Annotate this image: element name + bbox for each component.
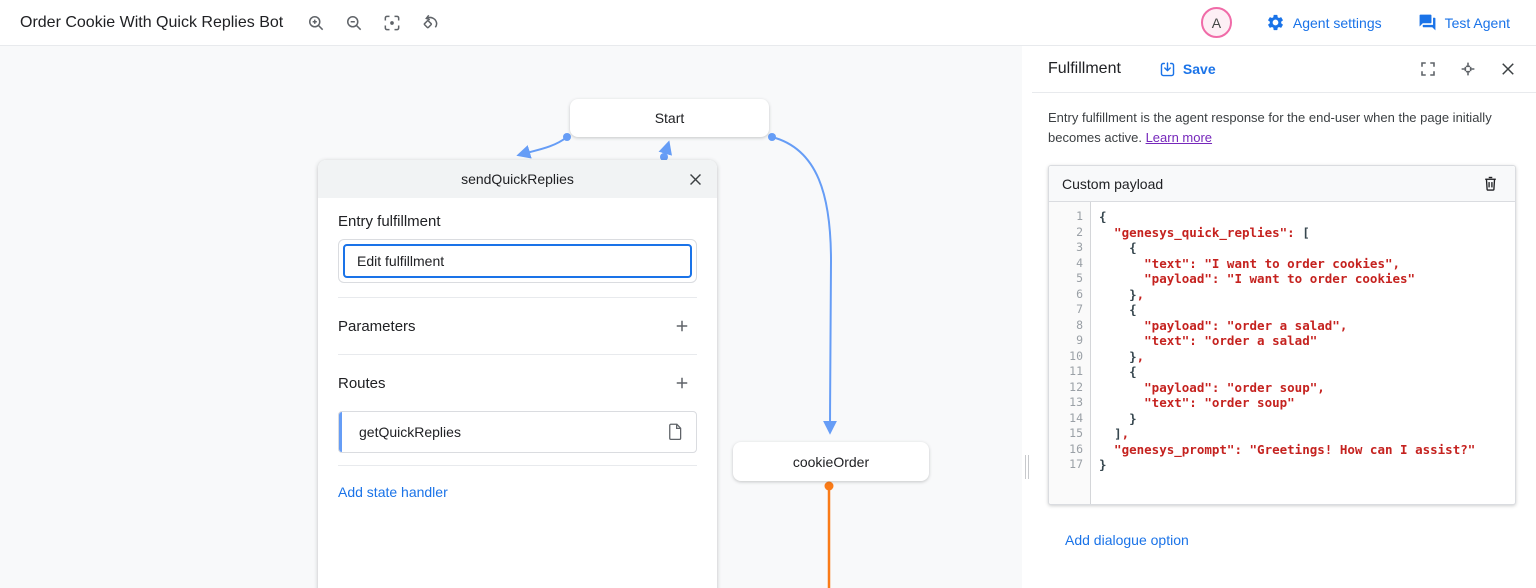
code-line: "payload": "order soup", — [1099, 379, 1325, 395]
entry-fulfillment-label: Entry fulfillment — [338, 213, 441, 230]
divider — [338, 297, 697, 298]
code-line-number: 14 — [1069, 410, 1083, 425]
add-state-handler-link[interactable]: Add state handler — [338, 484, 448, 500]
code-line-number: 7 — [1076, 302, 1083, 316]
delete-payload-icon[interactable] — [1478, 172, 1502, 196]
code-line: } — [1129, 410, 1137, 426]
start-node-label: Start — [654, 110, 685, 126]
send-quick-replies-card: sendQuickReplies Entry fulfillment Edit … — [318, 160, 717, 588]
code-line-number: 17 — [1069, 457, 1083, 471]
canvas-toolbar — [301, 8, 445, 38]
gear-icon — [1266, 13, 1285, 32]
agent-settings-button[interactable]: Agent settings — [1266, 13, 1382, 32]
center-focus-icon[interactable] — [377, 8, 407, 38]
code-line: "text": "order a salad" — [1099, 333, 1318, 348]
code-line: { — [1129, 302, 1137, 317]
zoom-out-icon[interactable] — [339, 8, 369, 38]
add-dialogue-option-link[interactable]: Add dialogue option — [1065, 532, 1189, 548]
start-node[interactable]: Start — [570, 99, 769, 137]
code-line: "genesys_quick_replies": [ — [1099, 224, 1310, 240]
test-agent-button[interactable]: Test Agent — [1418, 13, 1510, 32]
collapse-panel-icon[interactable] — [1456, 57, 1480, 81]
custom-payload-header: Custom payload — [1049, 166, 1515, 202]
code-line: "text": "order soup" — [1099, 395, 1295, 410]
panel-description: Entry fulfillment is the agent response … — [1048, 110, 1492, 145]
code-line-number: 2 — [1076, 224, 1083, 239]
code-line: } — [1099, 457, 1107, 472]
code-line-number: 4 — [1076, 255, 1083, 270]
card-header[interactable]: sendQuickReplies — [318, 160, 717, 198]
top-bar: Order Cookie With Quick Replies Bot A Ag… — [0, 0, 1536, 46]
card-close-icon[interactable] — [683, 167, 707, 191]
add-parameter-icon[interactable] — [667, 311, 697, 341]
avatar[interactable]: A — [1200, 7, 1232, 38]
code-line-number: 1 — [1076, 209, 1083, 223]
flow-edges — [516, 133, 838, 588]
code-line: ], — [1114, 426, 1130, 441]
card-title: sendQuickReplies — [461, 171, 574, 187]
route-item-label: getQuickReplies — [359, 424, 461, 440]
code-line: }, — [1129, 348, 1145, 364]
route-accent-bar — [339, 412, 342, 452]
panel-title: Fulfillment — [1048, 60, 1121, 77]
code-line: { — [1129, 240, 1137, 255]
edit-fulfillment-button[interactable]: Edit fulfillment — [343, 244, 692, 278]
agent-settings-label: Agent settings — [1292, 14, 1382, 31]
save-label: Save — [1182, 61, 1216, 77]
agent-title: Order Cookie With Quick Replies Bot — [20, 13, 284, 31]
code-line-number: 16 — [1069, 441, 1083, 456]
code-line-number: 10 — [1069, 348, 1083, 363]
flow-canvas[interactable]: Start cookieOrder sendQuickReplies Entry… — [0, 46, 1022, 588]
code-line-number: 11 — [1069, 364, 1083, 378]
test-agent-label: Test Agent — [1444, 14, 1510, 31]
code-line: "text": "I want to order cookies", — [1099, 255, 1401, 271]
code-line: { — [1129, 364, 1137, 379]
add-route-icon[interactable] — [667, 368, 697, 398]
custom-payload-title: Custom payload — [1062, 175, 1164, 192]
fullscreen-icon[interactable] — [1416, 57, 1440, 81]
close-panel-icon[interactable] — [1496, 57, 1520, 81]
fulfillment-panel: Fulfillment Save Entry fulfillment is th… — [1032, 46, 1536, 588]
parameters-label: Parameters — [338, 317, 416, 335]
reset-view-icon[interactable] — [415, 8, 445, 38]
fulfillment-panel-header: Fulfillment Save — [1032, 46, 1536, 93]
route-item-getquickreplies[interactable]: getQuickReplies — [338, 411, 697, 453]
document-icon — [667, 423, 696, 441]
code-line: { — [1099, 209, 1107, 224]
code-line: "genesys_prompt": "Greetings! How can I … — [1099, 441, 1476, 457]
code-line-number: 12 — [1069, 379, 1083, 394]
code-line: }, — [1129, 286, 1145, 302]
code-line-number: 13 — [1069, 395, 1083, 409]
routes-label: Routes — [338, 374, 386, 392]
divider — [338, 465, 697, 466]
code-line-number: 6 — [1076, 286, 1083, 301]
resize-grip-icon — [1025, 455, 1029, 479]
code-line-number: 15 — [1069, 426, 1083, 440]
code-line-number: 5 — [1076, 271, 1083, 285]
chat-icon — [1418, 13, 1437, 32]
cookie-order-node[interactable]: cookieOrder — [733, 442, 929, 481]
cookie-order-node-label: cookieOrder — [792, 453, 870, 470]
code-line-number: 9 — [1076, 333, 1083, 347]
code-lines: { "genesys_quick_replies": [ { "text": "… — [1091, 202, 1515, 504]
save-button[interactable]: Save — [1159, 61, 1216, 78]
code-line: "payload": "order a salad", — [1099, 317, 1348, 333]
save-icon — [1159, 61, 1176, 78]
code-line-number: 3 — [1076, 240, 1083, 254]
fulfillment-field-wrap: Edit fulfillment — [338, 239, 697, 283]
learn-more-link[interactable]: Learn more — [1145, 130, 1213, 145]
zoom-in-icon[interactable] — [301, 8, 331, 38]
code-line-number: 8 — [1076, 317, 1083, 332]
divider — [338, 354, 697, 355]
code-line: "payload": "I want to order cookies" — [1099, 271, 1416, 286]
panel-resize-handle[interactable] — [1022, 46, 1032, 588]
